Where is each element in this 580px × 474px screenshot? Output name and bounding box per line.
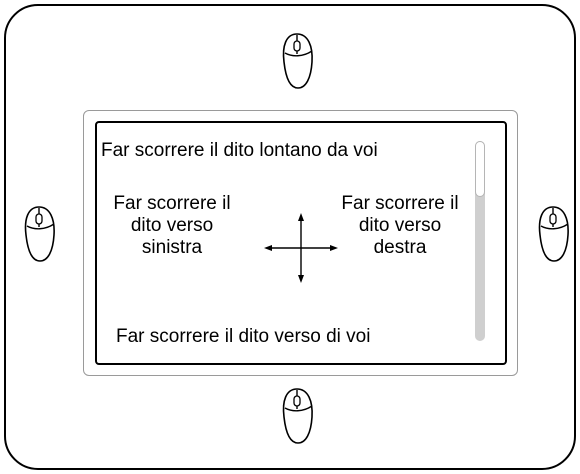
mouse-icon-left: [24, 206, 55, 262]
swipe-left-label: Far scorrere il dito verso sinistra: [113, 193, 231, 258]
mouse-icon-bottom: [282, 388, 313, 444]
scrollbar-thumb[interactable]: [475, 141, 485, 197]
mouse-icon-top: [282, 33, 313, 89]
scrollbar-track[interactable]: [475, 141, 485, 341]
four-way-arrow-icon: [264, 213, 338, 283]
swipe-toward-label: Far scorrere il dito verso di voi: [116, 326, 371, 347]
mouse-icon-right: [538, 206, 569, 262]
swipe-right-label: Far scorrere il dito verso destra: [341, 193, 459, 258]
swipe-away-label: Far scorrere il dito lontano da voi: [101, 140, 378, 161]
